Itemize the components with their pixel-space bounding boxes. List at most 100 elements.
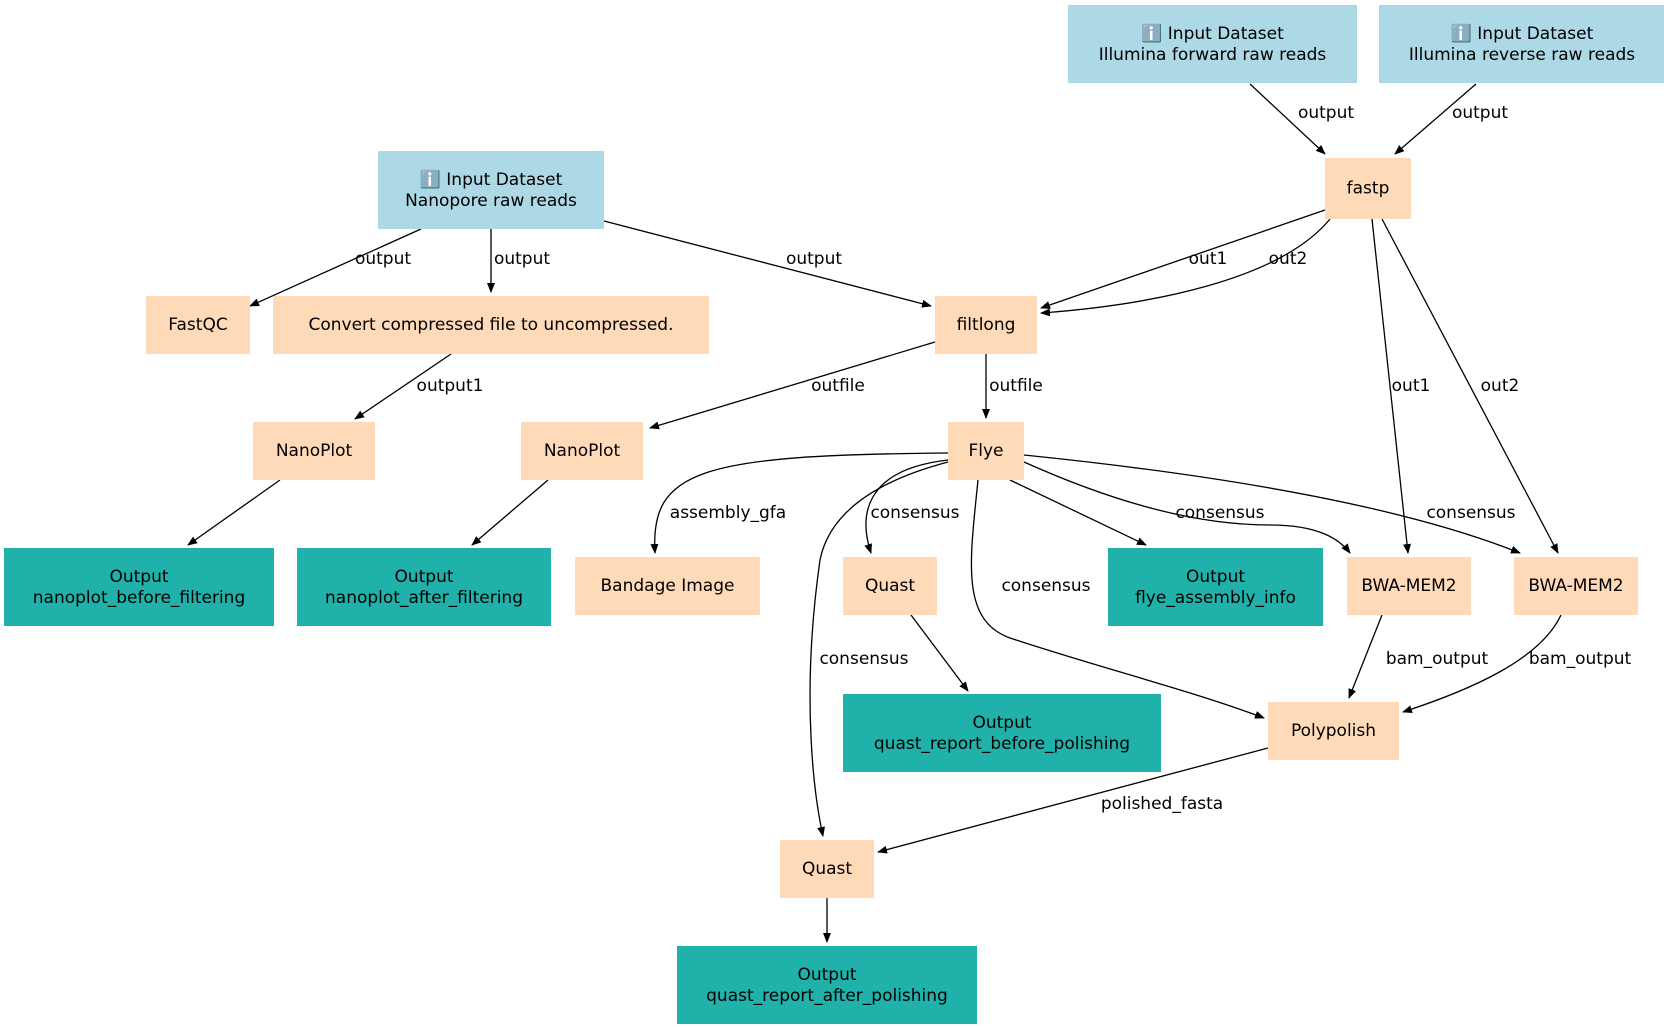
- node-subtitle: nanoplot_after_filtering: [325, 588, 523, 608]
- tool-node-box: [146, 296, 250, 354]
- node-fastqc[interactable]: FastQC: [146, 296, 250, 354]
- edge-label: polished_fasta: [1101, 794, 1223, 814]
- node-title-text: Input Dataset: [1477, 24, 1593, 44]
- node-label: fastp: [1347, 179, 1390, 199]
- node-nanoplot1[interactable]: NanoPlot: [253, 422, 375, 480]
- tool-node-box: [521, 422, 643, 480]
- edge-bwa1-to-polypolish: bam_output: [1348, 614, 1489, 699]
- edge-quast1-to-out_quast_before: [910, 614, 969, 692]
- edge-line: [1009, 479, 1147, 546]
- edge-in_nanopore-to-filtlong: output: [603, 220, 932, 308]
- node-subtitle: Illumina forward raw reads: [1099, 45, 1327, 65]
- node-title: ℹ️ Input Dataset: [1451, 23, 1594, 44]
- node-nanoplot2[interactable]: NanoPlot: [521, 422, 643, 480]
- node-label: NanoPlot: [544, 441, 621, 461]
- node-convert[interactable]: Convert compressed file to uncompressed.: [273, 296, 709, 354]
- info-icon: ℹ️: [1141, 23, 1162, 44]
- edge-line: [809, 461, 949, 837]
- edge-fastp-to-filtlong: out1: [1040, 209, 1326, 309]
- node-fastp[interactable]: fastp: [1325, 158, 1411, 219]
- tool-node-box: [1347, 557, 1471, 615]
- node-quast2[interactable]: Quast: [780, 840, 874, 898]
- edge-flye-to-quast2: consensus: [809, 461, 949, 837]
- node-label: BWA-MEM2: [1528, 576, 1623, 596]
- edge-flye-to-bwa2: consensus: [1023, 454, 1521, 554]
- edge-line: [187, 479, 281, 546]
- node-label: filtlong: [957, 315, 1016, 335]
- node-subtitle: Illumina reverse raw reads: [1409, 45, 1635, 65]
- input-node-box: [1379, 5, 1664, 83]
- input-node-box: [378, 151, 604, 229]
- edge-label: bam_output: [1386, 649, 1489, 669]
- node-title: Output: [109, 567, 168, 587]
- edge-label: bam_output: [1529, 649, 1632, 669]
- node-polypolish[interactable]: Polypolish: [1268, 702, 1399, 760]
- node-quast1[interactable]: Quast: [843, 557, 937, 615]
- edge-line: [864, 459, 949, 554]
- node-title: ℹ️ Input Dataset: [420, 169, 563, 190]
- node-filtlong[interactable]: filtlong: [935, 296, 1037, 354]
- output-node-box: [297, 548, 551, 626]
- node-label: Quast: [865, 576, 915, 596]
- edge-label: outfile: [811, 376, 865, 396]
- tool-node-box: [1268, 702, 1399, 760]
- node-subtitle: quast_report_before_polishing: [874, 734, 1130, 754]
- edge-flye-to-out_flye_info: [1009, 479, 1147, 546]
- edge-line: [1402, 614, 1562, 713]
- node-subtitle: Nanopore raw reads: [405, 191, 577, 211]
- edge-line: [650, 452, 949, 554]
- edge-line: [354, 353, 452, 420]
- node-bandage[interactable]: Bandage Image: [575, 557, 760, 615]
- tool-node-box: [1514, 557, 1638, 615]
- node-bwa2[interactable]: BWA-MEM2: [1514, 557, 1638, 615]
- node-label: FastQC: [168, 315, 227, 335]
- edge-line: [249, 228, 422, 307]
- node-label: Bandage Image: [601, 576, 735, 596]
- edge-line: [603, 220, 932, 308]
- edge-label: consensus: [1426, 503, 1515, 523]
- edge-label: outfile: [989, 376, 1043, 396]
- edge-nanoplot2-to-out_np_after: [471, 479, 549, 546]
- node-title: Output: [394, 567, 453, 587]
- node-label: Convert compressed file to uncompressed.: [308, 315, 673, 335]
- tool-node-box: [948, 422, 1024, 480]
- node-title: Output: [797, 965, 856, 985]
- tool-node-box: [780, 840, 874, 898]
- edge-flye-to-polypolish: consensus: [970, 479, 1265, 719]
- edge-line: [1371, 218, 1412, 554]
- edge-in_fwd-to-fastp: output: [1249, 83, 1354, 155]
- edge-nanoplot1-to-out_np_before: [187, 479, 281, 546]
- node-flye[interactable]: Flye: [948, 422, 1024, 480]
- edge-label: output: [494, 249, 550, 269]
- edge-label: consensus: [870, 503, 959, 523]
- edge-fastp-to-bwa1: out1: [1371, 218, 1430, 554]
- edge-line: [877, 747, 1269, 854]
- tool-node-box: [253, 422, 375, 480]
- tool-node-box: [575, 557, 760, 615]
- node-title-text: Input Dataset: [446, 170, 562, 190]
- edge-convert-to-nanoplot1: output1: [354, 353, 484, 420]
- edge-line: [1023, 461, 1351, 554]
- edge-label: consensus: [1001, 576, 1090, 596]
- edge-label: output1: [417, 376, 484, 396]
- edge-label: output: [1298, 103, 1354, 123]
- node-bwa1[interactable]: BWA-MEM2: [1347, 557, 1471, 615]
- edge-filtlong-to-nanoplot2: outfile: [649, 341, 936, 430]
- edge-filtlong-to-flye: outfile: [982, 354, 1043, 419]
- node-title: ℹ️ Input Dataset: [1141, 23, 1284, 44]
- edge-label: output: [1452, 103, 1508, 123]
- node-label: Polypolish: [1291, 721, 1376, 741]
- edge-line: [1381, 218, 1559, 554]
- node-subtitle: nanoplot_before_filtering: [33, 588, 246, 608]
- edge-label: consensus: [1175, 503, 1264, 523]
